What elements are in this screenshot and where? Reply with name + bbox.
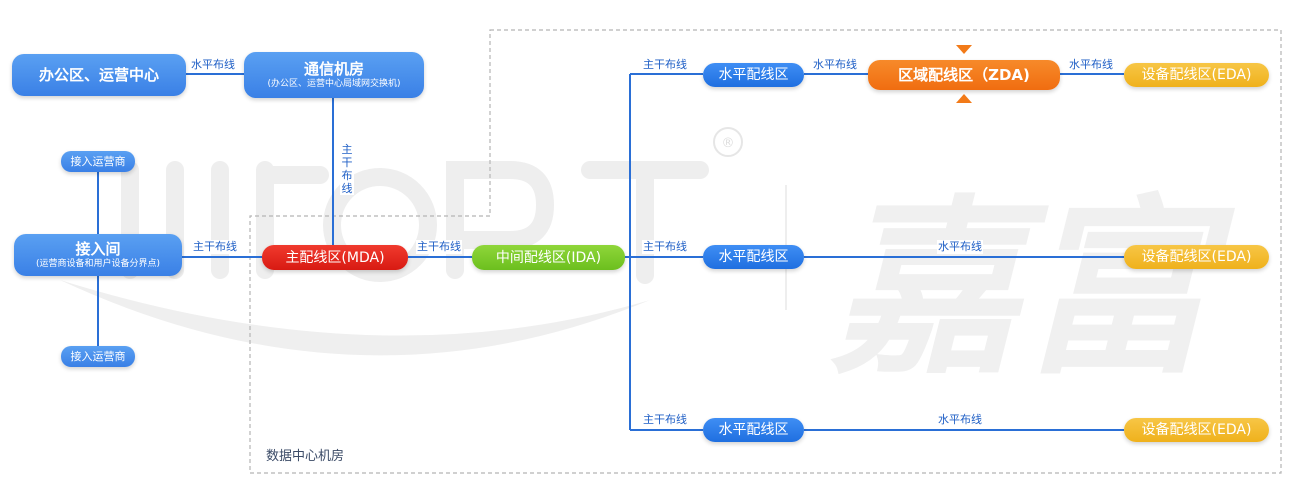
link-label-hda2-eda2: 水平布线 (937, 240, 983, 254)
link-label-zda-eda1: 水平布线 (1068, 58, 1114, 72)
link-label-mda-ida: 主干布线 (416, 240, 462, 254)
ida-title: 中间配线区(IDA) (495, 249, 602, 266)
eda-3-node: 设备配线区(EDA) (1124, 418, 1269, 442)
link-label-ida-hda3: 主干布线 (642, 413, 688, 427)
telecom-room-title: 通信机房 (303, 60, 364, 78)
zda-title: 区域配线区（ZDA) (898, 66, 1030, 84)
entrance-room-title: 接入间 (75, 240, 121, 258)
telecom-room-subtitle: (办公区、运营中心局域网交换机) (267, 79, 401, 89)
link-label-hda1-zda: 水平布线 (812, 58, 858, 72)
mda-title: 主配线区(MDA) (285, 249, 385, 266)
hda-1-node: 水平配线区 (703, 63, 804, 87)
zda-top-arrow-icon (956, 45, 972, 54)
carrier-bottom-node: 接入运营商 (61, 346, 135, 367)
zda-bottom-arrow-icon (956, 94, 972, 103)
carrier-bottom-title: 接入运营商 (70, 349, 126, 363)
zda-node: 区域配线区（ZDA) (868, 60, 1060, 90)
link-label-office-telecom: 水平布线 (190, 58, 236, 72)
ida-node: 中间配线区(IDA) (472, 245, 625, 270)
eda-1-title: 设备配线区(EDA) (1141, 67, 1252, 83)
eda-3-title: 设备配线区(EDA) (1141, 422, 1252, 438)
link-label-ida-hda2: 主干布线 (642, 240, 688, 254)
hda-2-node: 水平配线区 (703, 245, 804, 269)
mda-node: 主配线区(MDA) (262, 245, 408, 270)
link-label-entrance-mda: 主干布线 (192, 240, 238, 254)
office-title: 办公区、运营中心 (38, 66, 159, 84)
eda-1-node: 设备配线区(EDA) (1124, 63, 1269, 87)
link-label-telecom-mda: 主干布线 (340, 143, 354, 195)
entrance-room-node: 接入间 (运营商设备和用户设备分界点) (14, 234, 182, 276)
eda-2-title: 设备配线区(EDA) (1141, 249, 1252, 265)
eda-2-node: 设备配线区(EDA) (1124, 245, 1269, 269)
link-label-hda3-eda3: 水平布线 (937, 413, 983, 427)
carrier-top-title: 接入运营商 (70, 154, 126, 168)
hda-2-title: 水平配线区 (718, 249, 789, 265)
hda-3-node: 水平配线区 (703, 418, 804, 442)
hda-1-title: 水平配线区 (718, 67, 789, 83)
office-node: 办公区、运营中心 (12, 54, 186, 96)
hda-3-title: 水平配线区 (718, 422, 789, 438)
telecom-room-node: 通信机房 (办公区、运营中心局域网交换机) (244, 52, 424, 98)
entrance-room-subtitle: (运营商设备和用户设备分界点) (35, 259, 161, 269)
carrier-top-node: 接入运营商 (61, 151, 135, 172)
data-center-boundary (249, 29, 1282, 474)
link-label-ida-hda1: 主干布线 (642, 58, 688, 72)
data-center-label: 数据中心机房 (266, 449, 345, 464)
